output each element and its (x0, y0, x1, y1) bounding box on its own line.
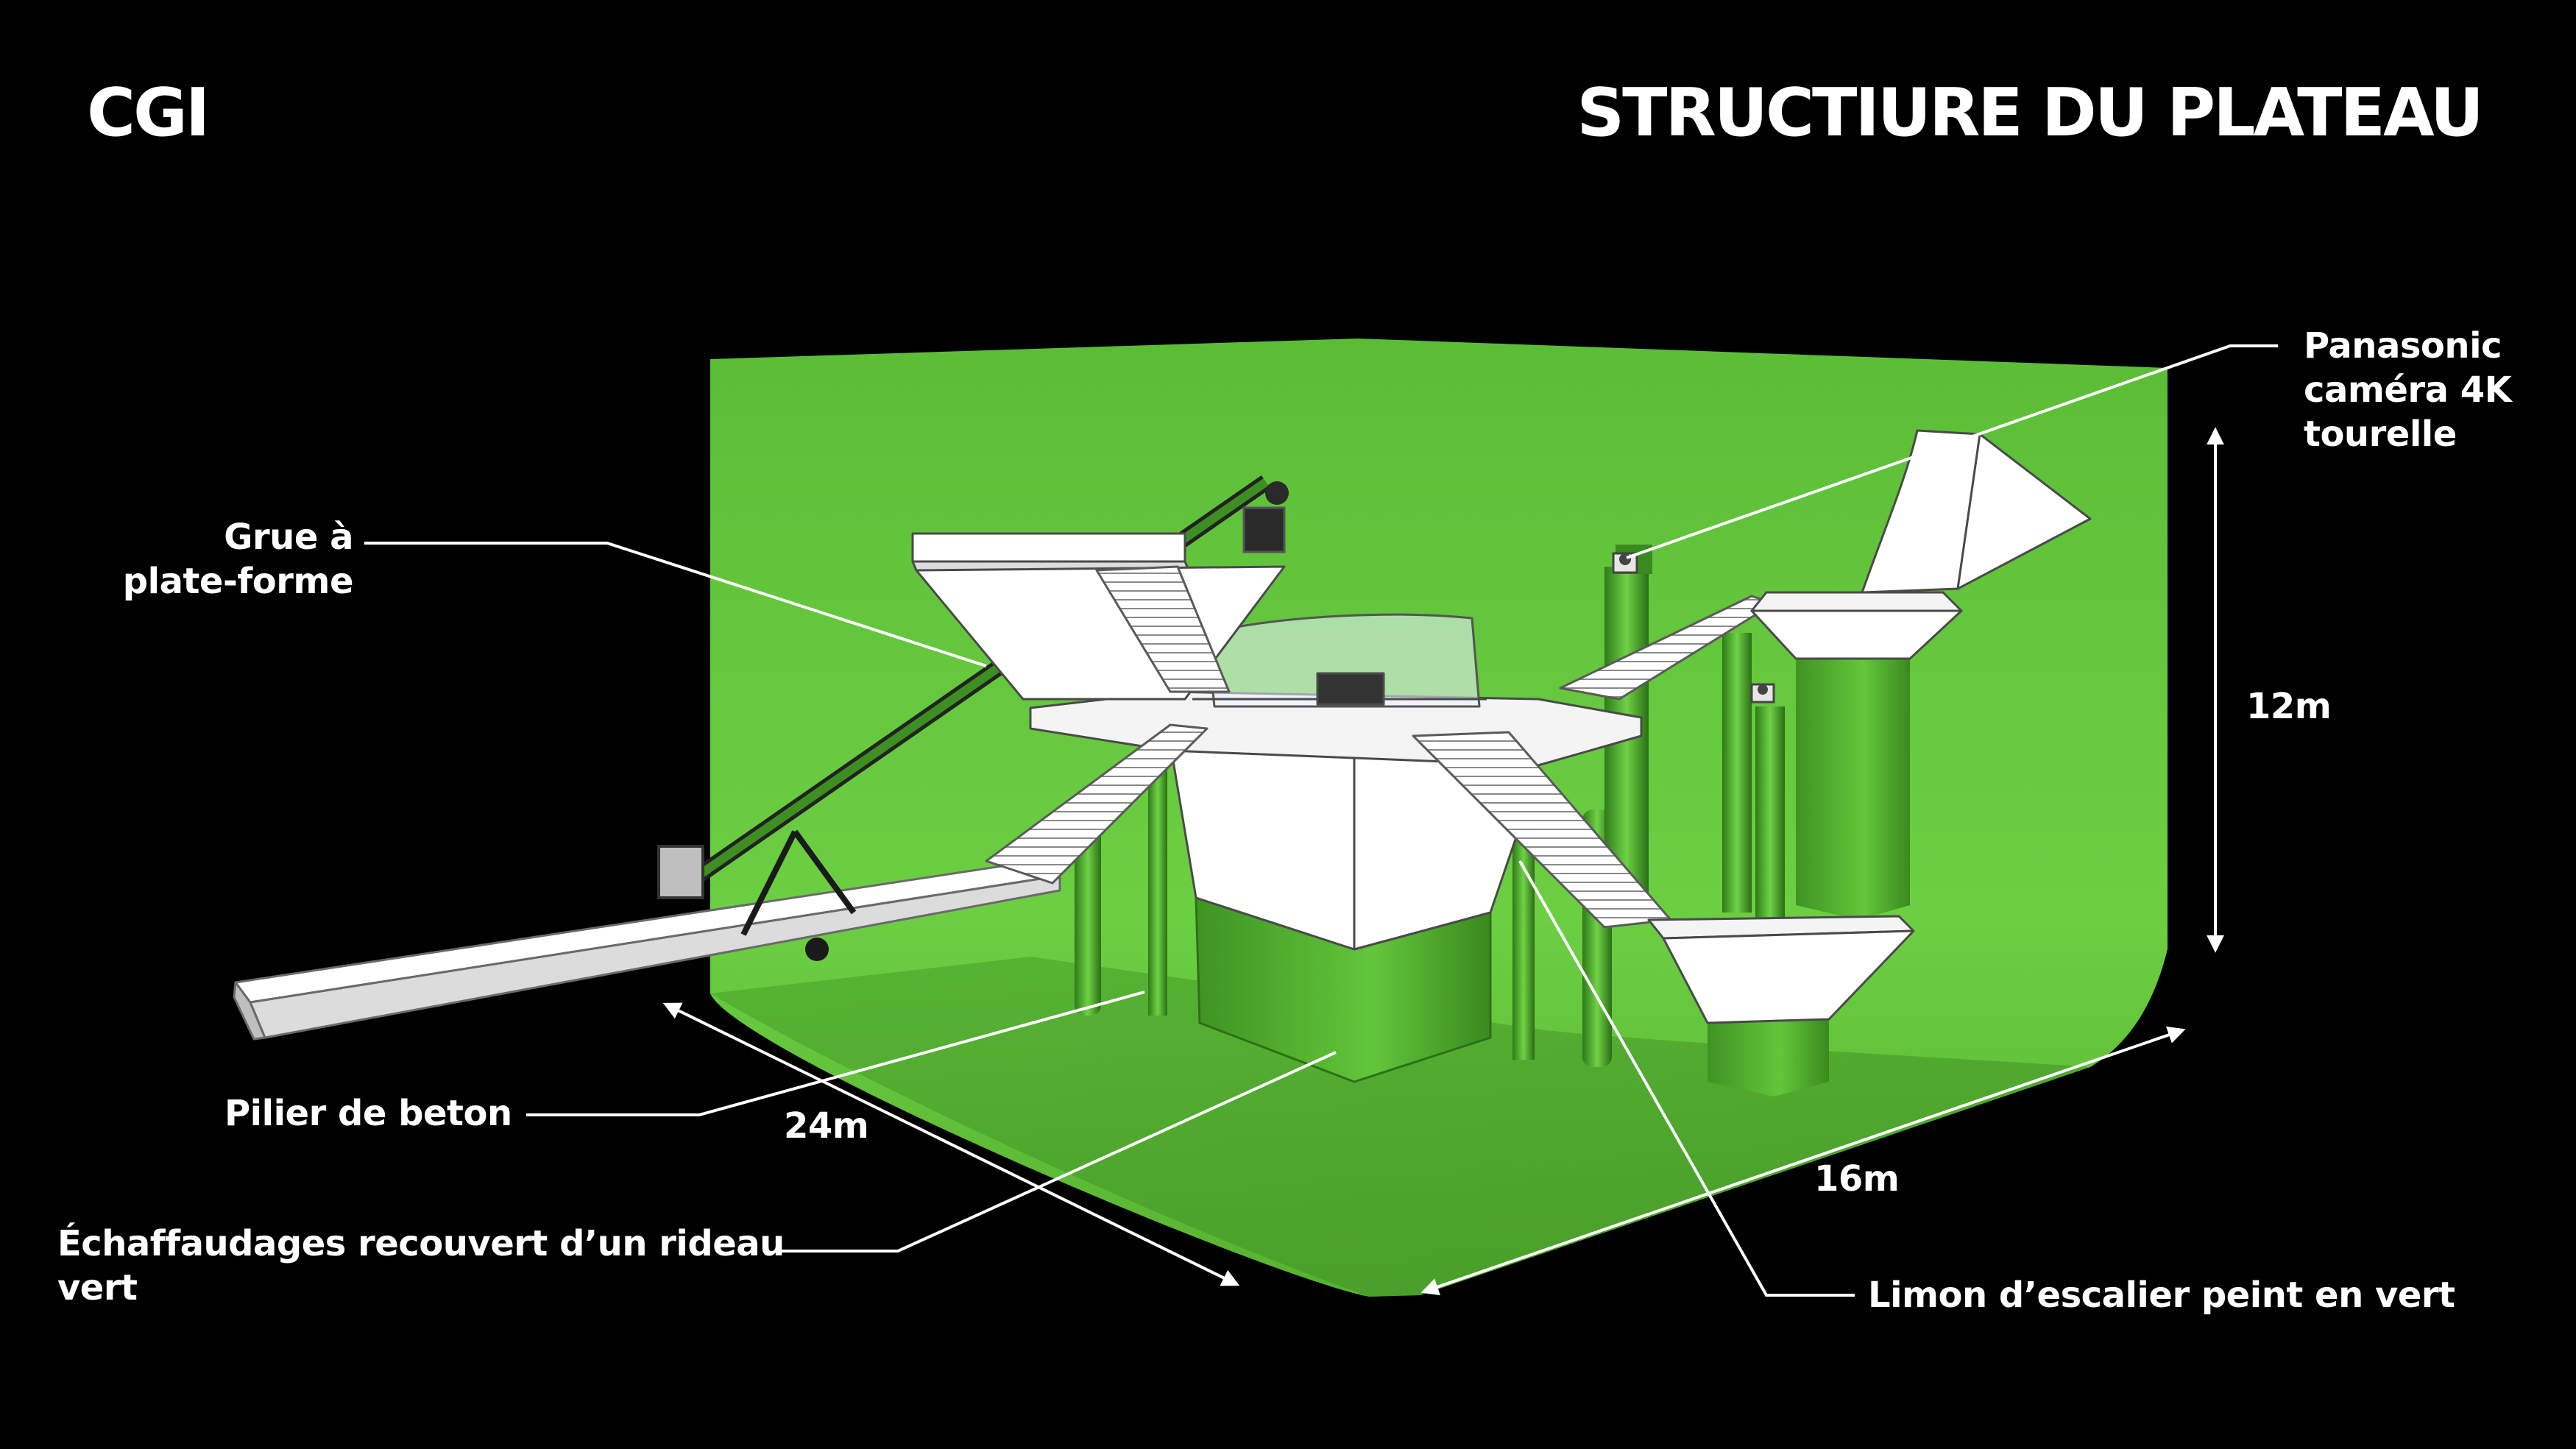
camera-label-line-1: Panasonic (2304, 325, 2502, 366)
pillar (1755, 706, 1785, 927)
top-pavilion (1861, 429, 2092, 594)
scaffolding-label-line-2: vert (57, 1267, 138, 1308)
depth-dimension: 24m (784, 1105, 869, 1147)
right-tower-box (1796, 648, 1910, 920)
pillar (1148, 751, 1167, 1016)
stringer-label: Limon d’escalier peint en vert (1868, 1275, 2455, 1316)
crane-label-line-2: plate-forme (122, 561, 354, 602)
camera-leader (1626, 344, 2278, 559)
pillar-label: Pilier de beton (224, 1093, 512, 1134)
staircases (985, 565, 1775, 929)
left-lower-stair (985, 723, 1209, 885)
dimension-arrows (662, 427, 2224, 1296)
front-platform (1647, 915, 1915, 1024)
depth-arrow (662, 1002, 1240, 1286)
width-dimension: 16m (1814, 1158, 1900, 1200)
crane-camera-head (1242, 506, 1286, 553)
crane-counterweight (657, 845, 704, 899)
crane-leader (364, 542, 987, 667)
set-props (1316, 672, 1385, 706)
camera-label-line-2: caméra 4K (2304, 369, 2512, 411)
crane-label: Grue à plate-forme (74, 515, 354, 603)
camera-label-line-3: tourelle (2304, 414, 2457, 455)
camera-label: Panasonic caméra 4K tourelle (2304, 324, 2512, 456)
right-tower (1750, 429, 2092, 660)
width-arrow (1420, 1026, 2186, 1296)
glass-enclosure (1206, 613, 1481, 708)
access-ramp (233, 858, 1061, 1041)
crane-label-line-1: Grue à (224, 517, 353, 558)
front-small-box (1708, 1016, 1829, 1097)
page-title: STRUCTIURE DU PLATEAU (1577, 74, 2484, 152)
pillar (1075, 817, 1101, 1016)
scaffolding-label-line-1: Échaffaudages recouvert d’un rideau (57, 1223, 785, 1264)
cgi-title: CGI (87, 74, 210, 152)
left-upper-stair (1095, 565, 1231, 693)
scaffolding-label: Échaffaudages recouvert d’un rideau vert (57, 1222, 785, 1310)
height-dimension: 12m (2246, 686, 2332, 727)
pillar (1722, 633, 1752, 913)
